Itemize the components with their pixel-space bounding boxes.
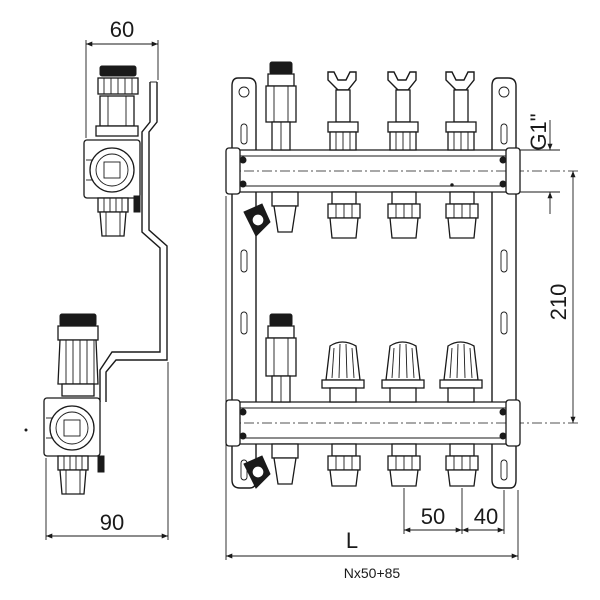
flow-meter-2: [387, 71, 419, 151]
bottom-outlet-3: [445, 443, 479, 487]
dim-210-label: 210: [546, 284, 571, 321]
valve-cap-2: [381, 341, 425, 403]
side-upper-valve: [83, 65, 141, 237]
left-bracket: [231, 77, 257, 489]
front-view: G1" 210 50 40 L Nx50+85: [225, 61, 580, 581]
right-bracket: [491, 77, 517, 489]
dim-g1-label: G1": [526, 113, 551, 150]
top-outlet-2: [387, 191, 421, 239]
bottom-drain-valve: [243, 443, 299, 489]
dim-90: 90: [45, 362, 169, 540]
bottom-outlet-1: [327, 443, 361, 487]
top-drain-valve: [243, 191, 299, 237]
dim-40-label: 40: [474, 504, 498, 529]
dim-50-label: 50: [421, 504, 445, 529]
dim-210: 210: [546, 171, 576, 423]
dim-60-label: 60: [110, 17, 134, 42]
top-outlet-3: [445, 191, 479, 239]
dim-60: 60: [85, 17, 159, 138]
bottom-air-vent: [265, 313, 297, 403]
bottom-outlets: [243, 443, 479, 489]
dim-L: L Nx50+85: [225, 196, 519, 581]
dim-L-formula: Nx50+85: [344, 565, 401, 581]
dim-L-label: L: [346, 528, 358, 553]
top-flow-meters: [327, 71, 477, 151]
bottom-manifold-pipe: [225, 399, 580, 447]
top-manifold-pipe: [225, 147, 580, 195]
top-outlets: [243, 191, 479, 239]
side-view: 60 90: [24, 17, 169, 540]
flow-meter-3: [445, 71, 477, 151]
dim-g1: G1": [520, 113, 560, 214]
dim-50-40: 50 40: [403, 488, 505, 534]
top-outlet-1: [327, 191, 361, 239]
valve-cap-1: [321, 341, 365, 403]
dim-90-label: 90: [100, 510, 124, 535]
flow-meter-1: [327, 71, 359, 151]
bottom-valve-caps: [321, 341, 483, 403]
top-air-vent: [265, 61, 297, 151]
bottom-outlet-2: [387, 443, 421, 487]
valve-cap-3: [439, 341, 483, 403]
side-lower-valve: [43, 313, 105, 495]
